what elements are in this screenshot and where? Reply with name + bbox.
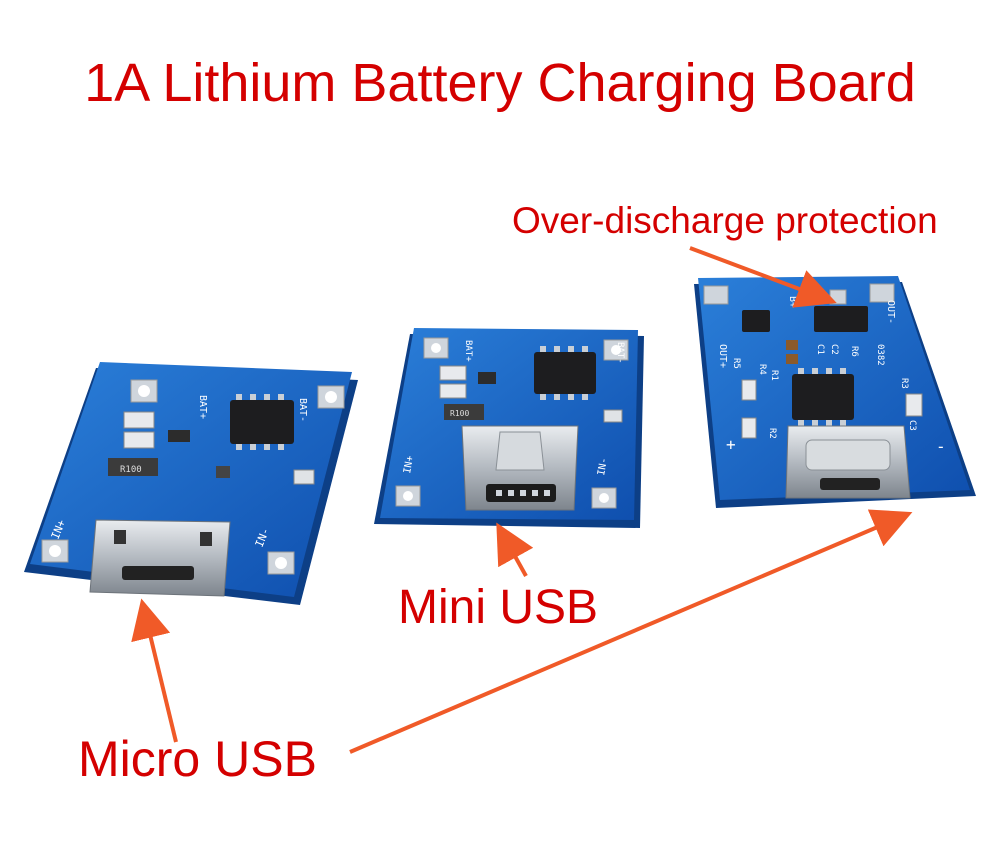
svg-text:R100: R100 bbox=[450, 409, 469, 418]
arrow-micro-usb-right bbox=[349, 509, 913, 754]
label-mini-usb: Mini USB bbox=[398, 581, 599, 634]
svg-text:R1: R1 bbox=[769, 370, 779, 381]
svg-text:OUT+: OUT+ bbox=[717, 344, 728, 368]
resistor-left bbox=[108, 458, 158, 476]
silk-left-bat-minus: BAT- bbox=[297, 398, 308, 422]
micro-usb-connector-left bbox=[89, 519, 231, 597]
svg-text:R2: R2 bbox=[767, 428, 777, 439]
protection-chip bbox=[814, 306, 868, 332]
middle-board: R100 IN+ IN- BAT+ BAT- bbox=[374, 328, 644, 528]
arrow-mini-usb bbox=[496, 522, 534, 577]
label-micro-usb: Micro USB bbox=[78, 731, 317, 787]
svg-text:+: + bbox=[726, 435, 736, 454]
svg-text:R3: R3 bbox=[899, 378, 909, 389]
right-board: OUT+ OUT- B+ B- R5 R4 R1 C1 C2 R6 0382 R… bbox=[694, 276, 976, 508]
svg-text:BAT+: BAT+ bbox=[463, 340, 473, 362]
svg-text:C3: C3 bbox=[907, 420, 917, 431]
label-over-discharge-protection: Over-discharge protection bbox=[512, 200, 938, 241]
resistor-middle bbox=[444, 404, 484, 420]
annotation-arrows bbox=[131, 246, 913, 754]
arrow-micro-usb-left bbox=[131, 598, 178, 743]
chip-left bbox=[230, 400, 294, 444]
svg-text:IN-: IN- bbox=[596, 457, 610, 477]
svg-text:R5: R5 bbox=[731, 358, 741, 369]
svg-text:-: - bbox=[936, 437, 946, 456]
chip-middle bbox=[534, 352, 596, 394]
svg-text:OUT-: OUT- bbox=[885, 300, 896, 324]
svg-text:IN+: IN+ bbox=[402, 455, 416, 475]
silk-left-bat-plus: BAT+ bbox=[197, 395, 208, 419]
svg-text:B-: B- bbox=[817, 294, 828, 306]
svg-text:R6: R6 bbox=[849, 346, 859, 357]
chip-right bbox=[792, 374, 854, 420]
svg-text:C1: C1 bbox=[815, 344, 825, 355]
svg-text:C2: C2 bbox=[829, 344, 839, 355]
svg-text:B+: B+ bbox=[787, 296, 798, 308]
arrow-protection bbox=[689, 246, 837, 308]
left-board: R100 IN+ IN- BAT+ BAT- bbox=[24, 362, 358, 605]
mosfet-chip bbox=[742, 310, 770, 332]
svg-text:R4: R4 bbox=[757, 364, 767, 375]
svg-text:R100: R100 bbox=[120, 465, 142, 475]
page-title: 1A Lithium Battery Charging Board bbox=[84, 53, 916, 113]
svg-text:BAT-: BAT- bbox=[615, 342, 625, 364]
svg-text:0382: 0382 bbox=[875, 344, 885, 366]
